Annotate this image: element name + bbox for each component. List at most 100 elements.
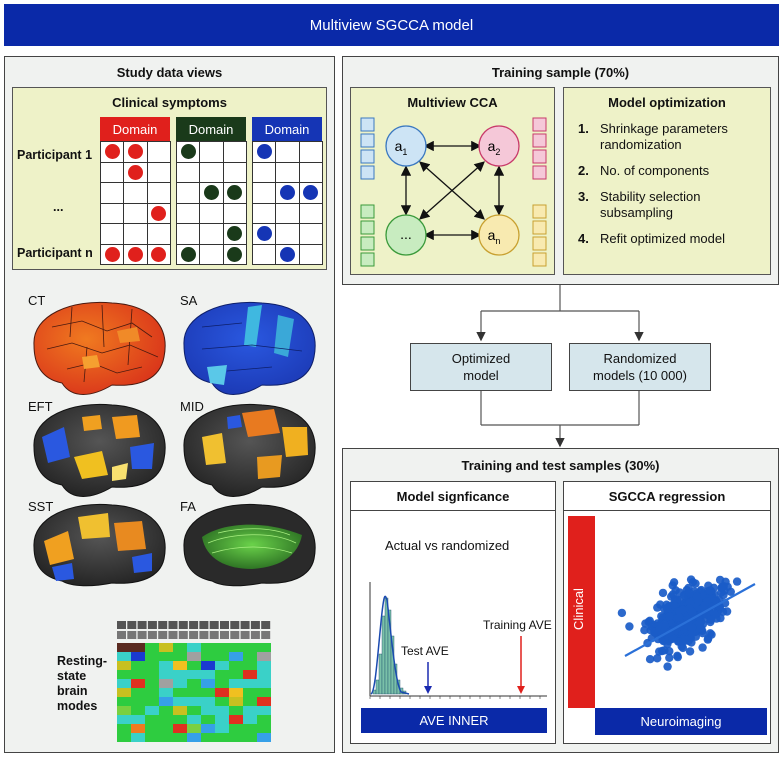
scatter-point [719, 590, 728, 600]
heatmap-cell [131, 688, 145, 697]
scatter-point [625, 622, 634, 631]
heatmap-cell [187, 688, 201, 697]
symptom-dot [203, 185, 219, 201]
scatter-point [685, 647, 695, 656]
node-an-label: an [488, 227, 501, 246]
significance-histogram [369, 582, 547, 699]
heatmap-cell [159, 643, 173, 652]
heatmap-cell [131, 733, 145, 742]
heatmap-cell [117, 697, 131, 706]
brain-images: CT SA EFT MID SST FA [12, 287, 327, 587]
brain-label-sst: SST [28, 499, 54, 514]
heatmap-cell [159, 733, 173, 742]
scatter-point [668, 590, 678, 599]
heatmap-cell [117, 706, 131, 715]
heatmap-cell [215, 697, 229, 706]
brain-mode-thumb [127, 631, 137, 639]
grid-cell [298, 243, 323, 265]
heatmap-cell [145, 706, 159, 715]
heatmap-cell [229, 661, 243, 670]
heatmap-cell [257, 661, 271, 670]
grid-cell [123, 182, 148, 204]
heatmap-cell [215, 643, 229, 652]
symptom-dot [151, 246, 167, 262]
scatter-point [645, 655, 655, 664]
heatmap-cell [159, 679, 173, 688]
grid-cell [146, 161, 171, 183]
heatmap-cell [243, 706, 257, 715]
heatmap-cell [187, 733, 201, 742]
symptom-dot [151, 205, 167, 221]
grid-cell [146, 141, 171, 163]
heatmap-cell [229, 715, 243, 724]
heatmap-cell [257, 697, 271, 706]
heatmap-cell [145, 715, 159, 724]
regression-scatter [617, 575, 756, 671]
node-a1 [385, 125, 427, 167]
heatmap-cell [215, 724, 229, 733]
heatmap-cell [229, 724, 243, 733]
brain-mode-thumb [168, 631, 178, 639]
brain-renderings [33, 301, 316, 587]
heatmap-cell [201, 697, 215, 706]
grid-cell [298, 141, 323, 163]
clinical-axis-bar [568, 516, 595, 708]
heatmap-cell [159, 697, 173, 706]
study-data-title: Study data views [116, 65, 223, 80]
clinical-symptoms-box: Clinical symptoms Domain Domain Domain P… [12, 87, 327, 270]
sgcca-regression-box: SGCCA regression Clinical Neuroimaging [563, 481, 771, 744]
scatter-point [644, 617, 653, 626]
heatmap-cell [131, 706, 145, 715]
brain-mode-thumb [147, 621, 157, 629]
histogram-bar [375, 679, 380, 695]
flow-connectors [476, 285, 644, 448]
heatmap-cell [145, 643, 159, 652]
scatter-point [706, 586, 716, 595]
heatmap-cell [173, 706, 187, 715]
density-curve [370, 595, 410, 695]
heatmap-cell [131, 661, 145, 670]
brain-mode-thumb [199, 621, 209, 629]
symptom-dot [227, 246, 243, 262]
heatmap-cell [229, 733, 243, 742]
resting-line-2: state [57, 669, 87, 683]
heatmap-cell [243, 697, 257, 706]
heatmap-cell [257, 706, 271, 715]
mid-brain [183, 403, 316, 497]
resting-state-heatmap [117, 621, 271, 742]
participant-ellipsis: ... [53, 200, 64, 214]
scatter-point [687, 608, 697, 617]
grid-cell [222, 161, 247, 183]
heatmap-cell [173, 670, 187, 679]
node-an [478, 214, 520, 256]
multiview-cca-title: Multiview CCA [407, 95, 498, 110]
heatmap-cell [229, 706, 243, 715]
scatter-point [698, 643, 707, 652]
brain-mode-thumb [230, 631, 240, 639]
scatter-point [673, 652, 682, 662]
scatter-point [653, 654, 662, 663]
heatmap-cell [257, 715, 271, 724]
cca-blocks-yellow [532, 204, 547, 267]
heatmap-cell [229, 652, 243, 661]
grid-cell [222, 141, 247, 163]
brain-mode-thumb [230, 621, 240, 629]
grid-cell [123, 202, 148, 224]
heatmap-cell [131, 652, 145, 661]
heatmap-cell [187, 706, 201, 715]
heatmap-cell [159, 715, 173, 724]
regression-line [624, 583, 756, 657]
histogram-bar [378, 653, 383, 695]
domain-header-2: Domain [176, 117, 246, 141]
resting-state-label: Resting- state brain modes [57, 654, 107, 714]
grid-cell [199, 161, 224, 183]
heatmap-cell [145, 652, 159, 661]
heatmap-cell [257, 670, 271, 679]
heatmap-cell [215, 688, 229, 697]
brain-mode-thumb [220, 631, 229, 639]
domain-header-1: Domain [100, 117, 170, 141]
brain-mode-thumb [168, 621, 178, 629]
heatmap-cell [201, 670, 215, 679]
heatmap-cell [117, 715, 131, 724]
heatmap-cell [229, 688, 243, 697]
